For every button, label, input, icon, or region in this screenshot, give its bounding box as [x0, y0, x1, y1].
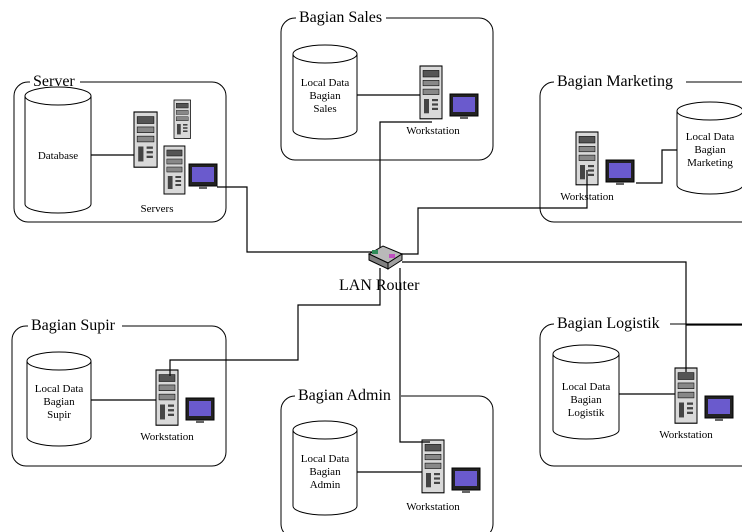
- database-icon: Local Data Bagian Admin: [292, 420, 358, 516]
- monitor-icon: [185, 397, 215, 424]
- router-link-logistik: [402, 261, 687, 372]
- monitor-icon: [188, 163, 218, 190]
- group-title: Bagian Sales: [299, 9, 382, 26]
- database-label-line: Bagian: [694, 144, 726, 156]
- database-label-line: Logistik: [568, 407, 605, 419]
- database-icon: Local Data Bagian Marketing: [676, 101, 742, 195]
- server-tower-icon: [173, 99, 191, 139]
- monitor-icon: [451, 467, 481, 494]
- router-link-admin: [399, 268, 430, 443]
- group-admin: Bagian Admin Local Data Bagian Admin Wor…: [280, 386, 494, 532]
- database-label-line: Bagian: [43, 396, 75, 408]
- server-tower-icon: [133, 111, 158, 168]
- group-caption: Workstation: [140, 431, 194, 443]
- router-icon: [367, 245, 404, 270]
- router-link-supir: [169, 268, 381, 376]
- router-link-marketing: [401, 170, 588, 255]
- database-icon: Local Data Bagian Supir: [26, 351, 92, 447]
- database-label-line: Local Data: [562, 381, 611, 393]
- lan-router: LAN Router: [339, 245, 420, 294]
- database-label-line: Local Data: [686, 131, 735, 143]
- server-tower-icon: [163, 145, 186, 195]
- group-logistik: Bagian Logistik Local Data Bagian Logist…: [539, 314, 742, 467]
- db-link: [636, 149, 677, 184]
- group-title: Bagian Supir: [31, 317, 116, 334]
- group-supir: Bagian Supir Local Data Bagian Supir Wor…: [11, 316, 227, 467]
- group-frame: [280, 17, 494, 161]
- database-label-line: Local Data: [301, 77, 350, 89]
- database-label-line: Bagian: [570, 394, 602, 406]
- network-links: [91, 94, 742, 473]
- group-frame: [13, 81, 227, 223]
- database-label-line: Bagian: [309, 466, 341, 478]
- group-caption: Servers: [141, 203, 174, 215]
- router-link-sales: [379, 121, 432, 250]
- database-icon: Database: [24, 86, 92, 214]
- database-label-line: Marketing: [687, 157, 733, 169]
- router-label: LAN Router: [339, 277, 420, 294]
- workstation-tower-icon: [421, 439, 445, 494]
- database-label-line: Bagian: [309, 90, 341, 102]
- group-caption: Workstation: [406, 125, 460, 137]
- database-label-line: Local Data: [301, 453, 350, 465]
- monitor-icon: [449, 93, 479, 120]
- monitor-icon: [704, 395, 734, 422]
- group-sales: Bagian Sales Local Data Bagian Sales Wor…: [280, 8, 494, 161]
- group-title: Bagian Marketing: [557, 73, 673, 90]
- group-server: Server Database Servers: [13, 72, 227, 223]
- group-marketing: Bagian Marketing Local Data Bagian Marke…: [539, 72, 742, 223]
- router-link-server: [217, 186, 372, 253]
- group-caption: Workstation: [406, 501, 460, 513]
- database-icon: Local Data Bagian Logistik: [552, 344, 620, 440]
- group-title: Bagian Logistik: [557, 315, 660, 332]
- database-label-line: Supir: [47, 409, 71, 421]
- workstation-tower-icon: [155, 369, 179, 426]
- database-icon: Local Data Bagian Sales: [292, 44, 358, 140]
- database-label-line: Sales: [313, 103, 336, 115]
- database-label-line: Admin: [310, 479, 341, 491]
- monitor-icon: [605, 159, 635, 186]
- database-label-line: Local Data: [35, 383, 84, 395]
- group-title: Bagian Admin: [298, 387, 391, 404]
- workstation-tower-icon: [419, 65, 443, 120]
- group-title: Server: [33, 73, 75, 90]
- database-label: Database: [38, 150, 78, 162]
- workstation-tower-icon: [674, 367, 698, 424]
- group-caption: Workstation: [659, 429, 713, 441]
